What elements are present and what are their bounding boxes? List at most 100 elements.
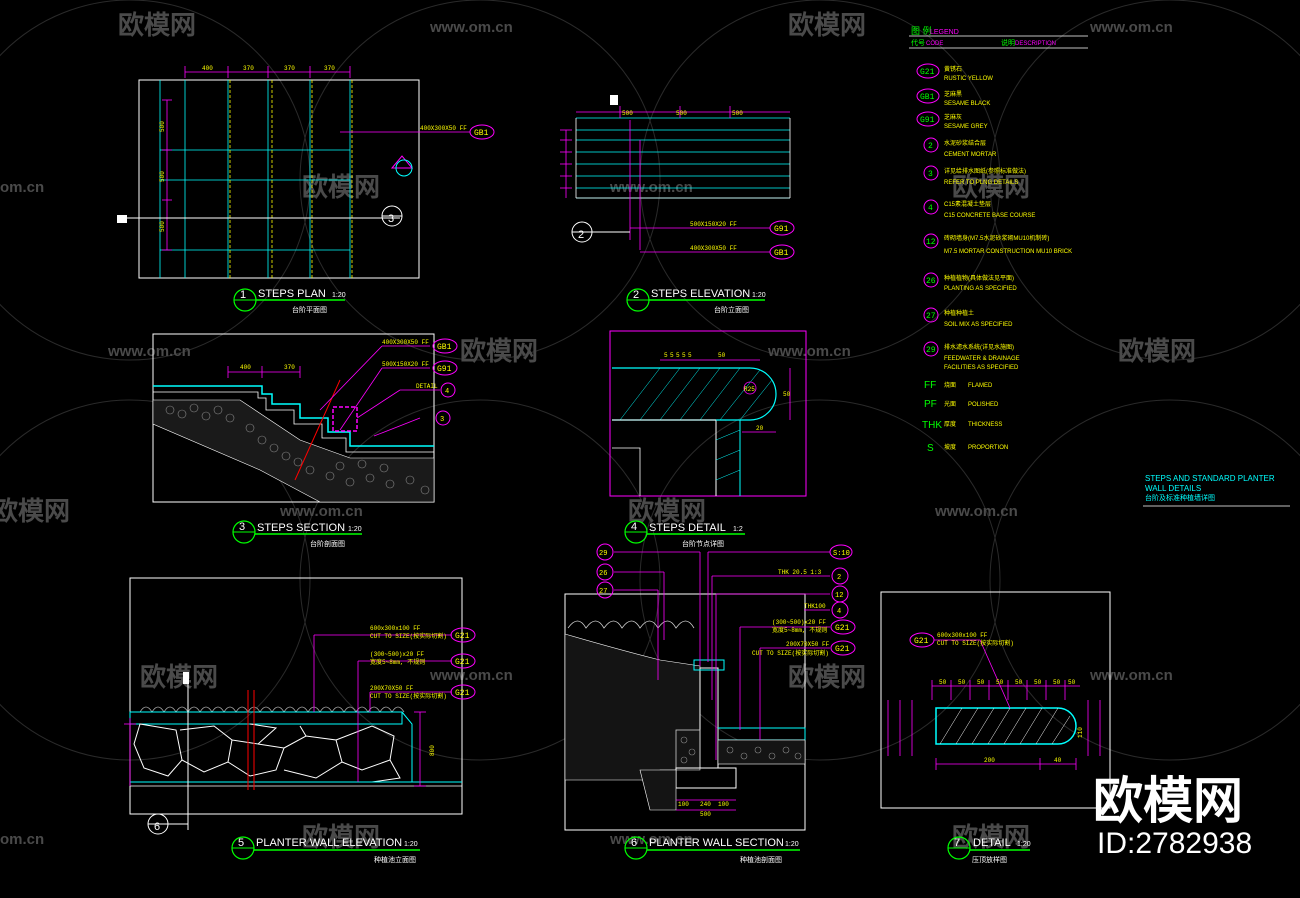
brand-name: 欧模网	[1093, 773, 1243, 829]
section-ref-number: 3	[388, 213, 394, 225]
layer-note: THK100	[804, 603, 826, 610]
legend-row: GB1 芝麻黑 SESAME BLACK	[916, 88, 990, 107]
legend-abbr-row: FF 烧面 FLAMED	[924, 380, 993, 391]
legend-code-bubble	[923, 165, 939, 181]
planter-wall	[699, 667, 719, 769]
drawing-steps-plan: 400 370 370 370 500 500 500 400X300X50 F…	[117, 65, 495, 314]
material-tag-label: GB1	[774, 249, 789, 258]
layer-ref-bubble	[596, 563, 614, 581]
legend-abbr-row: S 坡度 PROPORTION	[927, 443, 1008, 454]
detail-ref-number: 4	[445, 388, 449, 396]
legend-abbr-en: THICKNESS	[968, 422, 1002, 428]
watermark-url: www.om.cn	[429, 667, 513, 684]
rubble-stone-wall	[133, 723, 401, 783]
dim-label: 500	[676, 110, 687, 117]
watermark-url: www.om.cn	[767, 343, 851, 360]
drawing-scale: 1:20	[348, 526, 362, 533]
drawing-number: 4	[631, 521, 637, 533]
legend-desc-cn: 芝麻黑	[944, 90, 962, 98]
dim-label: 100	[678, 801, 689, 808]
legend-row: 3 详见给排水图纸(参照标准做法) REFER TO PLNG DETAILS	[923, 165, 1026, 186]
legend-desc-cn: 黄锈石	[944, 65, 962, 73]
legend-desc-cn: 种植种植土	[944, 309, 974, 317]
drawing-title-cn: 种植池立面图	[374, 855, 416, 864]
section-marker	[183, 672, 189, 684]
legend-desc-label-en: DESCRIPTION	[1015, 41, 1056, 47]
drawing-scale: 1:20	[1017, 841, 1031, 848]
watermark-url: om.cn	[0, 831, 44, 848]
material-tag	[450, 684, 476, 700]
legend-desc-en: C15 CONCRETE BASE COURSE	[944, 213, 1035, 219]
dim-label: 50	[783, 391, 791, 398]
watermark-url: www.om.cn	[1089, 19, 1173, 36]
dim-label: 240	[700, 801, 711, 808]
layer-ref-bubble	[435, 410, 451, 426]
legend-desc-en: CEMENT MORTAR	[944, 152, 997, 158]
legend-code: 27	[926, 312, 936, 321]
layer-ref-bubble	[829, 544, 853, 560]
watermark-brand: 欧模网	[302, 172, 380, 202]
material-tag-label: G91	[774, 225, 789, 234]
legend-code: 12	[926, 238, 936, 247]
detail-note: DETAIL	[416, 383, 438, 390]
legend-code-bubble	[923, 137, 939, 153]
drawing-title: PLANTER WALL SECTION	[649, 837, 784, 849]
legend-row: G91 芝麻灰 SESAME GREY	[916, 111, 988, 130]
drawing-title: DETAIL	[973, 837, 1011, 849]
drawing-scale: 1:2	[733, 526, 743, 533]
drawing-steps-detail: 5 5 5 5 5 50 R25 50 20 4 STEPS DETAIL 1:…	[609, 330, 807, 548]
legend-row: 4 C15素混凝土垫层 C15 CONCRETE BASE COURSE	[923, 199, 1035, 219]
dim-label: 50	[939, 679, 947, 686]
watermark-brand: 欧模网	[788, 10, 866, 40]
dim-label: 500	[732, 110, 743, 117]
foundation	[675, 767, 737, 789]
dim-label: 50	[977, 679, 985, 686]
drawing-title-cn: 台阶立面图	[714, 305, 749, 314]
watermark-url: www.om.cn	[609, 831, 693, 848]
material-tag	[830, 619, 856, 635]
elevation-frame	[129, 577, 463, 815]
legend-title-en: LEGEND	[930, 29, 959, 36]
layer-ref-number: 29	[599, 550, 607, 558]
watermark-url: www.om.cn	[609, 179, 693, 196]
drawing-title-cn: 台阶节点详图	[682, 539, 724, 548]
legend-desc-en: SESAME BLACK	[944, 101, 990, 107]
callout-tags-left: 29 26 27	[596, 543, 614, 599]
legend-abbr-code: THK	[922, 420, 942, 431]
dim-label: 50	[958, 679, 966, 686]
legend-code: 4	[928, 204, 933, 213]
coping-stone	[693, 659, 725, 671]
watermark-brand: 欧模网	[0, 496, 70, 526]
soil-mound	[564, 633, 701, 781]
material-tag-label: G21	[455, 689, 470, 698]
watermark-brand: 欧模网	[952, 822, 1030, 852]
dim-label: 400	[240, 364, 251, 371]
legend-code-label-cn: 代号	[911, 38, 925, 47]
drawing-title: STEPS ELEVATION	[651, 288, 750, 300]
legend-abbr-row: PF 光面 POLISHED	[924, 399, 999, 410]
drawing-number: 1	[240, 289, 246, 301]
drawing-title-1: 1 STEPS PLAN 1:20 台阶平面图	[233, 288, 346, 314]
legend-desc-en: PLANTING AS SPECIFIED	[944, 286, 1017, 292]
dim-label: 800	[429, 745, 436, 756]
drawing-title: PLANTER WALL ELEVATION	[256, 837, 402, 849]
paving	[718, 727, 806, 741]
legend-abbr-en: POLISHED	[968, 402, 999, 408]
material-tag-label: GB1	[474, 129, 489, 138]
material-tag-label: G21	[914, 637, 929, 646]
material-tag	[769, 244, 795, 260]
legend-abbr-en: FLAMED	[968, 383, 993, 389]
legend-row: G21 黄锈石 RUSTIC YELLOW	[916, 63, 993, 82]
dim-label: 500	[159, 121, 166, 132]
drawing-scale: 1:20	[785, 841, 799, 848]
drawing-title-cn: 种植池剖面图	[740, 855, 782, 864]
material-note: 500X150X20 FF	[690, 221, 737, 228]
dim-label: 5	[682, 352, 686, 359]
material-note: 600x300x100 FF	[937, 632, 988, 639]
layer-note: THK 20.5 1:3	[778, 569, 822, 576]
dim-label: 50	[1053, 679, 1061, 686]
watermark-brand: 欧模网	[302, 822, 380, 852]
legend-desc-en: SOIL MIX AS SPECIFIED	[944, 322, 1013, 328]
material-note: 400X300X50 FF	[382, 339, 429, 346]
dim-label: 500	[159, 171, 166, 182]
